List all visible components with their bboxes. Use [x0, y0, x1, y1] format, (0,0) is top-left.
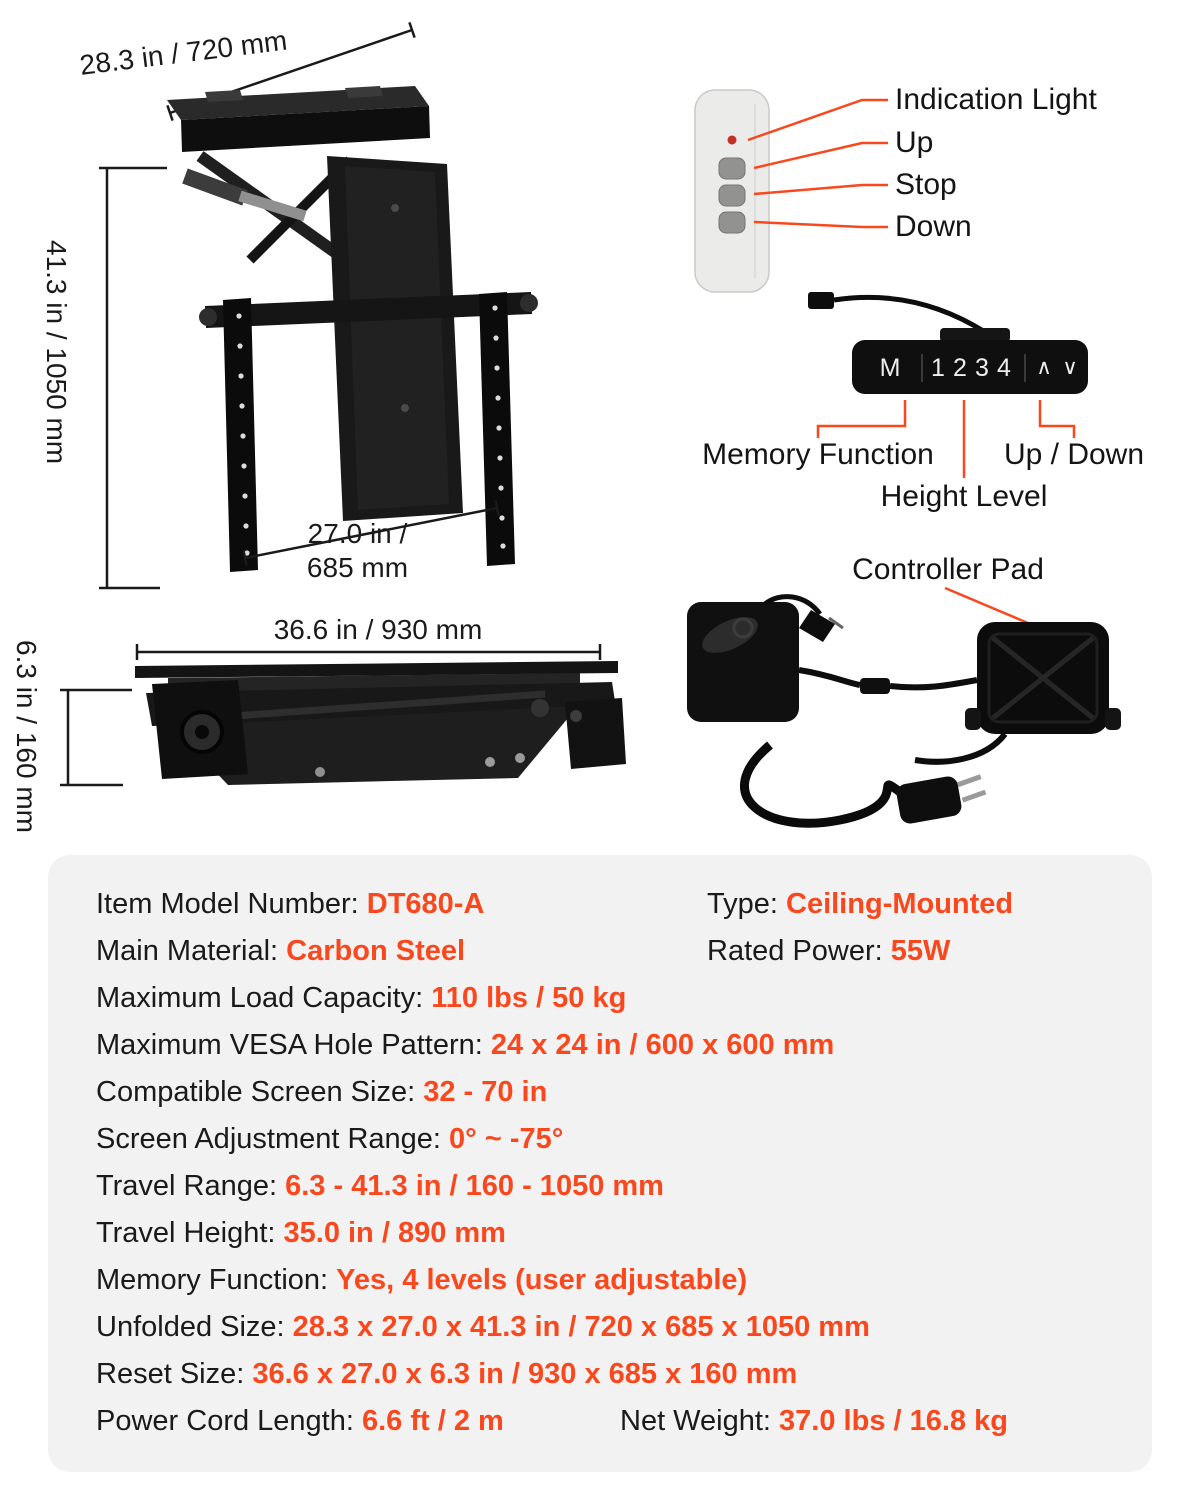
unfolded-mount-illustration [99, 21, 538, 590]
keypad-level-1-button: 1 [931, 354, 945, 382]
spec-item: Reset Size: 36.6 x 27.0 x 6.3 in / 930 x… [96, 1358, 798, 1390]
spec-row: Main Material: Carbon Steel Rated Power:… [96, 928, 1152, 975]
spec-row: Travel Range: 6.3 - 41.3 in / 160 - 1050… [96, 1163, 1152, 1210]
spec-item: Power Cord Length: 6.6 ft / 2 m [96, 1405, 504, 1437]
remote-control-illustration [694, 89, 770, 293]
spec-card: Item Model Number: DT680-A Type: Ceiling… [48, 855, 1152, 1472]
height-dimension-line [99, 166, 167, 590]
spec-item: Main Material: Carbon Steel [96, 935, 466, 967]
folded-height-dimension-line [60, 688, 132, 787]
bracket-width-dimension: 27.0 in / 685 mm [306, 518, 409, 583]
spec-row: Item Model Number: DT680-A Type: Ceiling… [96, 881, 1152, 928]
spec-item: Type: Ceiling-Mounted [707, 888, 1014, 920]
folded-width-dimension-line [135, 644, 602, 660]
bracket-dimension-line [242, 499, 500, 567]
keypad-cable-plug [808, 292, 834, 309]
down-label: Down [895, 210, 972, 243]
memory-function-label: Memory Function [702, 438, 934, 471]
spec-row: Compatible Screen Size: 32 - 70 in [96, 1069, 1152, 1116]
up-down-label: Up / Down [1003, 438, 1145, 471]
spec-item: Rated Power: 55W [707, 935, 951, 967]
remote-leader-lines [747, 98, 888, 229]
power-cord [740, 741, 903, 828]
spec-row: Maximum VESA Hole Pattern: 24 x 24 in / … [96, 1022, 1152, 1069]
spec-row: Power Cord Length: 6.6 ft / 2 m Net Weig… [96, 1398, 1152, 1445]
height-level-label: Height Level [880, 480, 1048, 513]
spec-item: Screen Adjustment Range: 0° ~ -75° [96, 1123, 564, 1155]
spec-item: Maximum VESA Hole Pattern: 24 x 24 in / … [96, 1029, 835, 1061]
spec-row: Travel Height: 35.0 in / 890 mm [96, 1210, 1152, 1257]
stop-label: Stop [895, 168, 957, 201]
power-adapter-illustration [687, 594, 1121, 828]
vesa-holes [236, 305, 506, 556]
folded-mount-illustration [60, 644, 626, 787]
keypad-up-chevron-icon: ∧ [1036, 356, 1051, 379]
unfolded-height-dimension: 41.3 in / 1050 mm [41, 240, 72, 465]
power-plug [896, 774, 987, 824]
spec-row: Maximum Load Capacity: 110 lbs / 50 kg [96, 975, 1152, 1022]
spec-item: Compatible Screen Size: 32 - 70 in [96, 1076, 548, 1108]
spec-row: Unfolded Size: 28.3 x 27.0 x 41.3 in / 7… [96, 1304, 1152, 1351]
remote-down-button [718, 211, 746, 234]
folded-width-dimension: 36.6 in / 930 mm [273, 614, 483, 645]
folded-height-dimension: 6.3 in / 160 mm [11, 640, 42, 833]
spec-item: Maximum Load Capacity: 110 lbs / 50 kg [96, 982, 627, 1014]
keypad-bar [852, 340, 1088, 394]
keypad-memory-button: M [880, 354, 901, 382]
spec-item: Travel Height: 35.0 in / 890 mm [96, 1217, 506, 1249]
keypad-level-2-button: 2 [953, 354, 967, 382]
spec-item: Net Weight: 37.0 lbs / 16.8 kg [620, 1405, 1008, 1437]
spec-row: Memory Function: Yes, 4 levels (user adj… [96, 1257, 1152, 1304]
spec-row: Screen Adjustment Range: 0° ~ -75° [96, 1116, 1152, 1163]
controller-pad-label: Controller Pad [852, 553, 1044, 586]
remote-stop-button [718, 184, 746, 207]
keypad-down-chevron-icon: ∨ [1062, 356, 1077, 379]
keypad-leader-lines [816, 400, 1076, 478]
spec-item: Item Model Number: DT680-A [96, 888, 485, 920]
remote-up-button [718, 157, 746, 180]
keypad-level-3-button: 3 [975, 354, 989, 382]
up-label: Up [895, 126, 934, 159]
keypad-level-4-button: 4 [997, 354, 1011, 382]
indication-light-led [727, 135, 737, 145]
keypad-illustration: M 1 2 3 4 ∧ ∨ [808, 292, 1088, 394]
spec-item: Memory Function: Yes, 4 levels (user adj… [96, 1264, 748, 1296]
spec-row: Reset Size: 36.6 x 27.0 x 6.3 in / 930 x… [96, 1351, 1152, 1398]
controller-pad-leader-line [944, 586, 1036, 628]
spec-item: Travel Range: 6.3 - 41.3 in / 160 - 1050… [96, 1170, 664, 1202]
spec-item: Unfolded Size: 28.3 x 27.0 x 41.3 in / 7… [96, 1311, 870, 1343]
indication-light-label: Indication Light [895, 83, 1097, 116]
